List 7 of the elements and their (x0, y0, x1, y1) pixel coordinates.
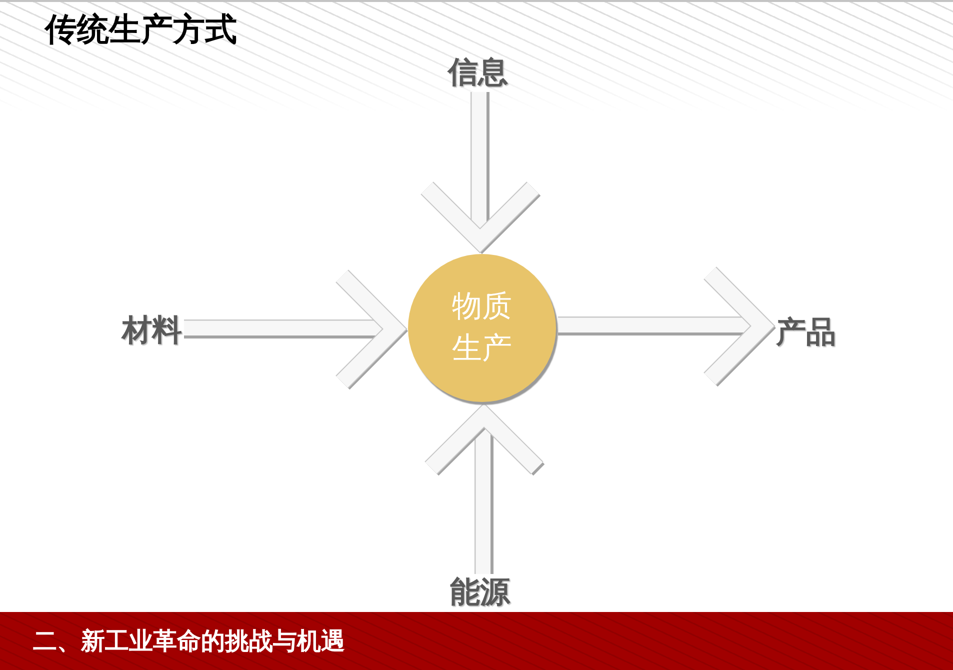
section-heading: 二、新工业革命的挑战与机遇 (33, 626, 345, 657)
input-label: 信息 (448, 56, 508, 90)
input-label: 材料 (122, 314, 182, 348)
circle-label: 物质生产 (451, 288, 513, 368)
input-label: 能源 (450, 576, 510, 610)
slide-title: 传统生产方式 (45, 9, 237, 49)
output-label: 产品 (776, 316, 836, 350)
